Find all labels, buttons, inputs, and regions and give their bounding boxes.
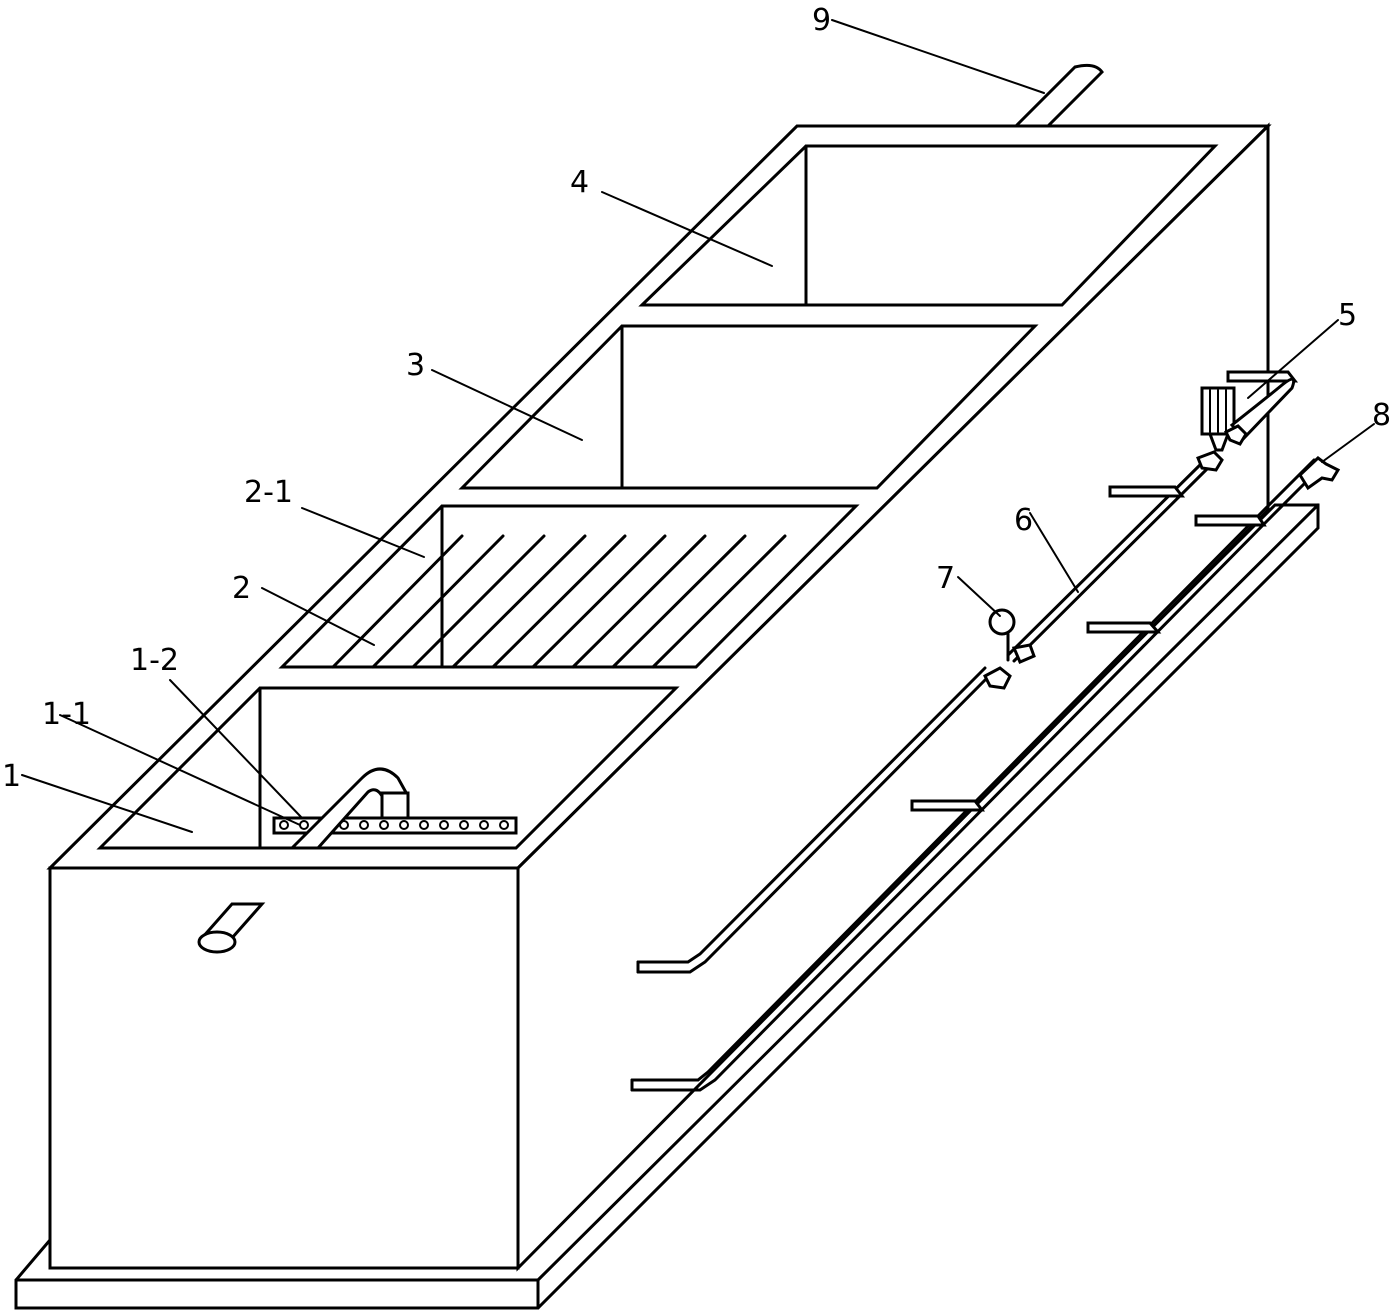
label-tank-3: 3 [406, 348, 425, 383]
inlet-elbow-pipe [288, 767, 410, 850]
compartment-2 [278, 504, 860, 669]
label-part-1-2: 1-2 [130, 643, 179, 678]
pump-5 [1196, 377, 1296, 472]
label-tank-4: 4 [570, 165, 589, 200]
inclined-plates [331, 534, 787, 669]
label-tank-2: 2 [232, 571, 251, 606]
label-part-6: 6 [1014, 503, 1033, 538]
lower-side-pipe [630, 456, 1341, 1092]
part-labels: 1 1-1 1-2 2 2-1 3 4 5 6 7 8 9 [2, 3, 1391, 794]
label-part-5: 5 [1338, 298, 1357, 333]
valve-7 [983, 608, 1036, 690]
label-part-1-1: 1-1 [42, 697, 91, 732]
leader-lines [21, 19, 1375, 833]
compartment-4 [638, 144, 1219, 307]
label-part-9: 9 [812, 3, 831, 38]
compartment-3 [458, 324, 1039, 490]
outlet-pipe-9 [1012, 63, 1104, 128]
label-part-2-1: 2-1 [244, 475, 293, 510]
front-inlet-nozzle [197, 902, 266, 954]
label-tank-1: 1 [2, 759, 21, 794]
label-part-7: 7 [936, 561, 955, 596]
compartment-1 [96, 686, 680, 850]
tank-body [46, 122, 1272, 1272]
label-part-8: 8 [1372, 398, 1391, 433]
